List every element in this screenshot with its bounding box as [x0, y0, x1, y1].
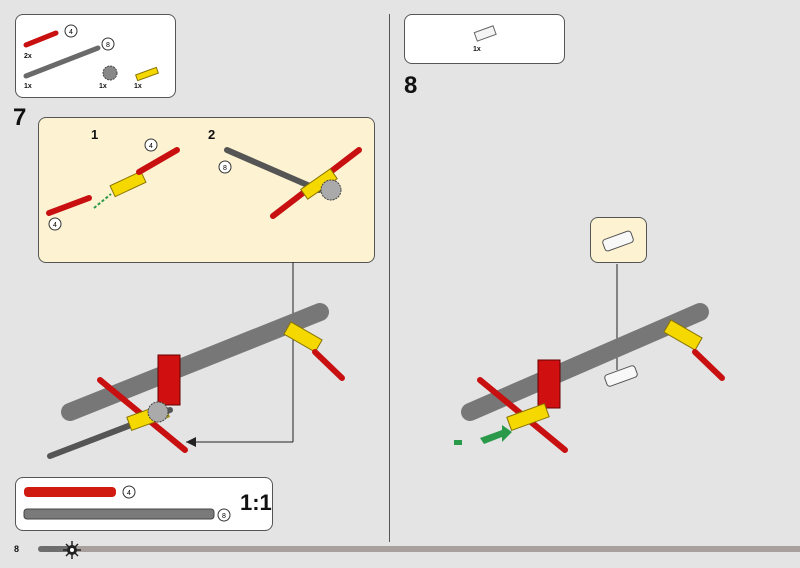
- svg-text:4: 4: [127, 490, 131, 497]
- ruler-parts: 4 8: [23, 485, 231, 522]
- scale-label: 1:1: [240, 490, 272, 515]
- svg-text:8: 8: [222, 513, 226, 520]
- svg-text:4: 4: [53, 222, 57, 229]
- step7-parts-list: 4 8 2x 1x 1x 1x: [15, 14, 176, 98]
- part-qty: 1x: [134, 83, 142, 90]
- svg-text:4: 4: [69, 29, 73, 36]
- subassembly-callout: 1 2 4 4 8: [38, 117, 375, 263]
- step-number: 7: [13, 104, 27, 131]
- svg-text:8: 8: [223, 165, 227, 172]
- ruler-box: 4 8 1:1: [15, 477, 273, 531]
- svg-text:4: 4: [149, 143, 153, 150]
- part-qty: 1x: [99, 83, 107, 90]
- step7-model: [47, 262, 345, 459]
- gear-progress-icon: [63, 541, 81, 559]
- white-bush-part: [473, 25, 497, 42]
- white-bush-icon: [602, 230, 634, 252]
- progress-fill: [38, 546, 73, 552]
- step8-model: [454, 264, 725, 453]
- page-number: 8: [14, 544, 20, 554]
- substep-illustration: 4 4 8: [46, 138, 362, 231]
- red-axle-part: 4 8: [23, 24, 160, 82]
- substep-number: 1: [91, 127, 99, 142]
- progress-bar: [38, 546, 800, 552]
- svg-text:8: 8: [106, 42, 110, 49]
- page-divider: [389, 14, 390, 542]
- part-callout: [590, 217, 647, 263]
- substep-number: 2: [208, 127, 216, 142]
- step8-parts-list: 1x: [404, 14, 565, 64]
- step-number: 8: [404, 72, 418, 99]
- part-qty: 1x: [24, 83, 32, 90]
- part-qty: 1x: [473, 46, 481, 53]
- part-qty: 2x: [24, 53, 32, 60]
